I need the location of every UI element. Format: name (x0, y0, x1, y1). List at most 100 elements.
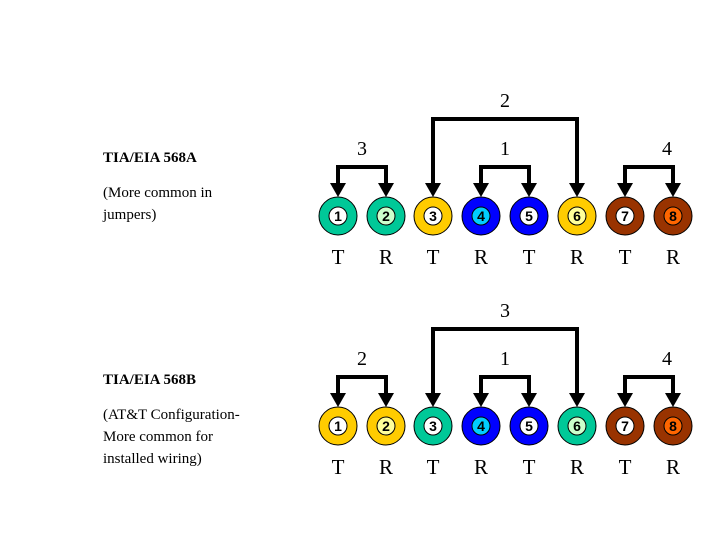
standard-title-568b: TIA/EIA 568B (103, 372, 196, 388)
arrow-down-icon (521, 393, 537, 407)
pin-number: 3 (429, 208, 437, 224)
pin-inner-dot (567, 416, 587, 436)
pin-number: 6 (573, 208, 581, 224)
pin-inner-dot (567, 206, 587, 226)
pair-number-label: 1 (500, 138, 510, 160)
polarity-label: R (379, 245, 393, 269)
polarity-label: R (666, 245, 680, 269)
arrow-down-icon (569, 393, 585, 407)
pin-8: 8R (653, 406, 693, 479)
pair-number-label: 4 (662, 348, 672, 370)
arrow-down-icon (569, 183, 585, 197)
pin-number: 4 (477, 418, 485, 434)
polarity-label: T (523, 455, 536, 479)
bracket-line (623, 375, 675, 395)
pin-inner-dot (376, 416, 396, 436)
pin-1: 1T (318, 196, 358, 269)
bracket-line (431, 117, 579, 185)
pin-inner-dot (328, 416, 348, 436)
arrow-down-icon (521, 183, 537, 197)
pair-bracket-3: 3 (425, 300, 585, 407)
pair-number-label: 4 (662, 138, 672, 160)
pair-bracket-1: 1 (473, 138, 537, 197)
polarity-label: T (427, 245, 440, 269)
pin-4: 4R (461, 196, 501, 269)
polarity-label: T (332, 245, 345, 269)
arrow-down-icon (617, 393, 633, 407)
pin-6: 6R (557, 196, 597, 269)
bracket-line (623, 165, 675, 185)
pin-7: 7T (605, 406, 645, 479)
pair-number-label: 2 (500, 90, 510, 112)
pin-7: 7T (605, 196, 645, 269)
description-line: (More common in (103, 185, 213, 201)
pin-number: 5 (525, 208, 533, 224)
pin-number: 1 (334, 208, 342, 224)
bracket-line (336, 165, 388, 185)
pin-number: 8 (669, 208, 677, 224)
polarity-label: T (523, 245, 536, 269)
polarity-label: T (619, 245, 632, 269)
arrow-down-icon (378, 393, 394, 407)
description-line: installed wiring) (103, 451, 202, 467)
arrow-down-icon (378, 183, 394, 197)
pin-inner-dot (471, 416, 491, 436)
pair-bracket-2: 2 (425, 90, 585, 197)
pair-bracket-4: 4 (617, 138, 681, 197)
pin-4: 4R (461, 406, 501, 479)
pin-inner-dot (663, 206, 683, 226)
standard-title-568a: TIA/EIA 568A (103, 150, 197, 166)
standard-description-568b: (AT&T Configuration- More common for ins… (103, 404, 283, 470)
pin-number: 1 (334, 418, 342, 434)
pin-inner-dot (423, 416, 443, 436)
polarity-label: R (666, 455, 680, 479)
pin-inner-dot (663, 416, 683, 436)
pair-bracket-2: 2 (330, 348, 394, 407)
pin-inner-dot (615, 416, 635, 436)
pair-number-label: 3 (500, 300, 510, 322)
standard-description-568a: (More common in jumpers) (103, 182, 283, 226)
arrow-down-icon (473, 393, 489, 407)
pin-inner-dot (328, 206, 348, 226)
polarity-label: R (474, 455, 488, 479)
pin-number: 4 (477, 208, 485, 224)
polarity-label: R (379, 455, 393, 479)
pin-5: 5T (509, 406, 549, 479)
description-line: jumpers) (103, 207, 157, 223)
pin-inner-dot (519, 416, 539, 436)
pin-inner-dot (519, 206, 539, 226)
pair-number-label: 1 (500, 348, 510, 370)
pin-2: 2R (366, 196, 406, 269)
polarity-label: R (570, 455, 584, 479)
bracket-line (479, 165, 531, 185)
pin-inner-dot (615, 206, 635, 226)
pin-number: 5 (525, 418, 533, 434)
polarity-label: T (619, 455, 632, 479)
pin-number: 2 (382, 418, 390, 434)
pin-1: 1T (318, 406, 358, 479)
polarity-label: R (570, 245, 584, 269)
arrow-down-icon (425, 183, 441, 197)
pin-number: 2 (382, 208, 390, 224)
pin-number: 6 (573, 418, 581, 434)
pin-number: 7 (621, 418, 629, 434)
pin-inner-dot (471, 206, 491, 226)
pin-inner-dot (376, 206, 396, 226)
pair-bracket-1: 1 (473, 348, 537, 407)
arrow-down-icon (665, 183, 681, 197)
arrow-down-icon (473, 183, 489, 197)
pair-number-label: 2 (357, 348, 367, 370)
polarity-label: R (474, 245, 488, 269)
arrow-down-icon (330, 393, 346, 407)
pin-8: 8R (653, 196, 693, 269)
pin-number: 8 (669, 418, 677, 434)
pair-number-label: 3 (357, 138, 367, 160)
pin-2: 2R (366, 406, 406, 479)
bracket-line (431, 327, 579, 395)
arrow-down-icon (665, 393, 681, 407)
description-line: More common for (103, 429, 213, 445)
pin-6: 6R (557, 406, 597, 479)
